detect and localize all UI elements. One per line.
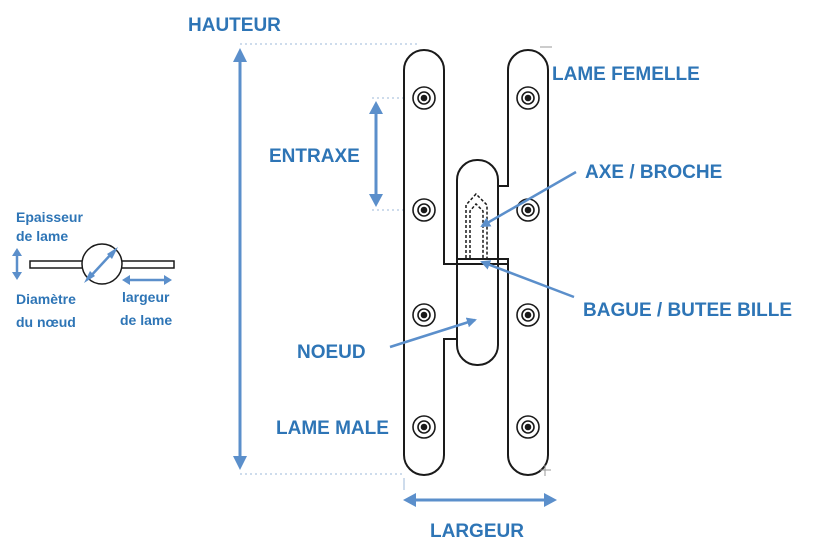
cross-section-arrows (12, 247, 172, 285)
axe-broche-callout (480, 170, 577, 228)
screw-hole-left-2 (412, 198, 436, 222)
bague-callout (480, 260, 575, 299)
screw-hole-right-4 (516, 415, 540, 439)
lame-femelle-leaf (497, 49, 549, 476)
hauteur-label: HAUTEUR (188, 15, 281, 36)
diametre-arrow (88, 251, 114, 279)
largeur-label: LARGEUR (430, 521, 524, 542)
lame-male-label: LAME MALE (276, 418, 389, 439)
screw-hole-left-1 (412, 86, 436, 110)
corner-ticks (540, 46, 552, 476)
largeur-lame-label-2: de lame (120, 312, 172, 328)
screw-hole-left-3 (412, 303, 436, 327)
epaisseur-label-2: de lame (16, 228, 68, 244)
diametre-label-2: du nœud (16, 314, 76, 330)
dimension-guides (240, 43, 420, 475)
axe-broche-label: AXE / BROCHE (585, 162, 722, 183)
entraxe-arrow (369, 101, 383, 207)
noeud-callout (389, 317, 477, 349)
lame-femelle-label: LAME FEMELLE (552, 64, 700, 85)
entraxe-label: ENTRAXE (269, 146, 360, 167)
screw-hole-left-4 (412, 415, 436, 439)
screw-hole-right-2 (516, 198, 540, 222)
screw-hole-right-3 (516, 303, 540, 327)
largeur-arrow (403, 478, 557, 507)
bague-butee-label: BAGUE / BUTEE BILLE (583, 300, 792, 321)
diametre-label-1: Diamètre (16, 291, 76, 307)
epaisseur-label-1: Epaisseur (16, 209, 83, 225)
callout-arrows (389, 170, 577, 349)
noeud-label: NOEUD (297, 342, 366, 363)
largeur-lame-label-1: largeur (122, 289, 170, 305)
hauteur-arrow (233, 48, 247, 470)
lame-male-leaf (403, 49, 458, 476)
noeud-knuckle (444, 159, 508, 366)
screw-hole-right-1 (516, 86, 540, 110)
